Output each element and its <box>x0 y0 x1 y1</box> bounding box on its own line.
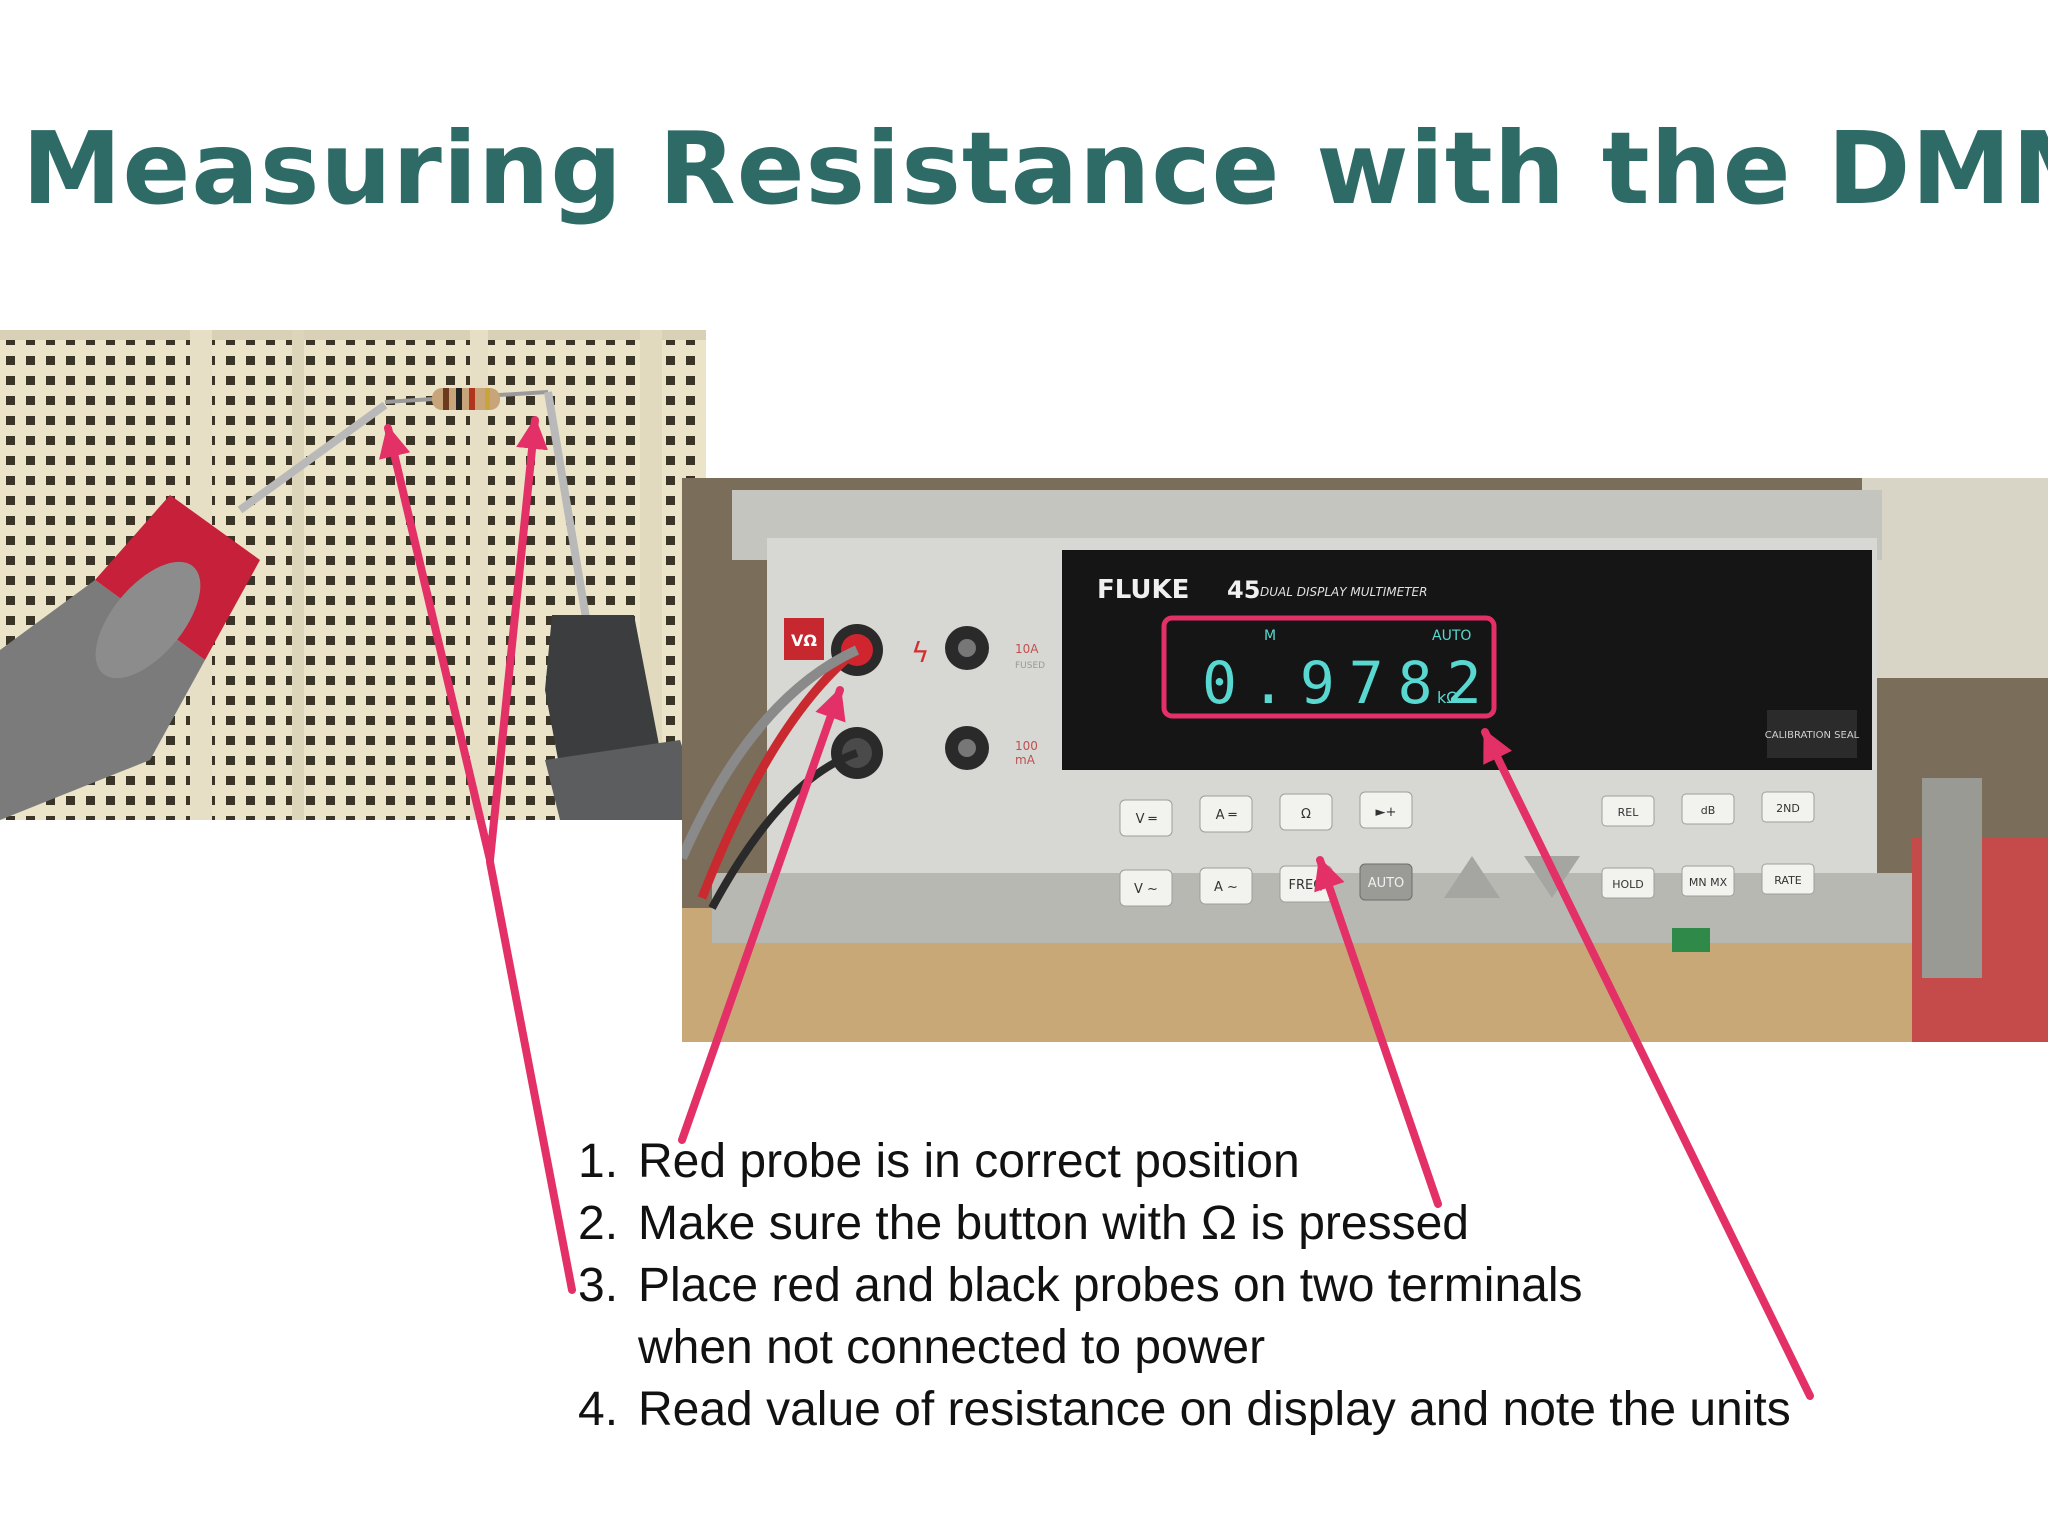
ohm-button[interactable] <box>1279 793 1333 831</box>
jack-100ma-label: 100 <box>1015 739 1038 753</box>
indicator-auto: AUTO <box>1432 628 1471 644</box>
rate-button-label: RATE <box>1774 874 1802 887</box>
adc-button-label: A ═ <box>1216 808 1237 823</box>
step-4: 4. Read value of resistance on display an… <box>578 1379 1791 1441</box>
aac-button-label: A ~ <box>1214 880 1238 895</box>
jack-100ma-sub: mA <box>1015 753 1036 767</box>
db-button-label: dB <box>1701 804 1716 817</box>
ohm-button-label: Ω <box>1301 807 1311 822</box>
step-3-continuation: when not connected to power <box>638 1321 1266 1374</box>
meter-model-desc: DUAL DISPLAY MULTIMETER <box>1260 585 1427 599</box>
step-1-text: Red probe is in correct position <box>638 1135 1300 1188</box>
jack-10a-sub: FUSED <box>1015 661 1045 671</box>
step-3-number: 3. <box>578 1259 619 1312</box>
step-1-number: 1. <box>578 1135 619 1188</box>
minmax-button-label: MN MX <box>1689 876 1728 889</box>
step-2-text: Make sure the button with Ω is pressed <box>638 1197 1469 1250</box>
vac-button[interactable] <box>1119 869 1173 907</box>
step-1: 1. Red probe is in correct position <box>578 1131 1791 1193</box>
jack-10a-label: 10A <box>1015 642 1039 656</box>
meter-unit: kΩ <box>1437 688 1459 707</box>
power-switch[interactable] <box>1672 928 1710 952</box>
aac-button[interactable] <box>1199 867 1253 905</box>
step-3: 3. Place red and black probes on two term… <box>578 1255 1791 1379</box>
meter-model: 45 <box>1227 576 1260 604</box>
diode-button[interactable] <box>1359 791 1413 829</box>
auto-button-label: AUTO <box>1368 876 1405 891</box>
indicator-m: M <box>1264 628 1276 644</box>
svg-text:ϟ: ϟ <box>911 636 929 669</box>
step-2-number: 2. <box>578 1197 619 1250</box>
arrow-step3-leader <box>486 858 576 1294</box>
freq-button-label: FREQ <box>1289 878 1324 893</box>
vdc-button[interactable] <box>1119 799 1173 837</box>
slide-title: Measuring Resistance with the DMM <box>22 110 2048 227</box>
vohm-badge: VΩ <box>791 631 817 650</box>
meter-brand: FLUKE <box>1097 575 1189 605</box>
adc-button[interactable] <box>1199 795 1253 833</box>
hold-button-label: HOLD <box>1612 878 1644 891</box>
instruction-list: 1. Red probe is in correct position 2. Mak… <box>578 1131 1791 1441</box>
rel-button-label: REL <box>1618 806 1640 819</box>
step-4-text: Read value of resistance on display and … <box>638 1383 1791 1436</box>
step-2: 2. Make sure the button with Ω is pressed <box>578 1193 1791 1255</box>
vdc-button-label: V ═ <box>1136 812 1157 827</box>
vac-button-label: V ~ <box>1134 882 1158 897</box>
multimeter-photo: FLUKE 45 DUAL DISPLAY MULTIMETER M AUTO … <box>682 478 2048 1042</box>
step-3-text: Place red and black probes on two termin… <box>638 1259 1583 1312</box>
step-4-number: 4. <box>578 1383 619 1436</box>
2nd-button-label: 2ND <box>1776 802 1800 815</box>
diode-button-label: ►+ <box>1376 805 1397 820</box>
calibration-seal: CALIBRATION SEAL <box>1765 730 1860 741</box>
breadboard-photo <box>0 330 706 820</box>
